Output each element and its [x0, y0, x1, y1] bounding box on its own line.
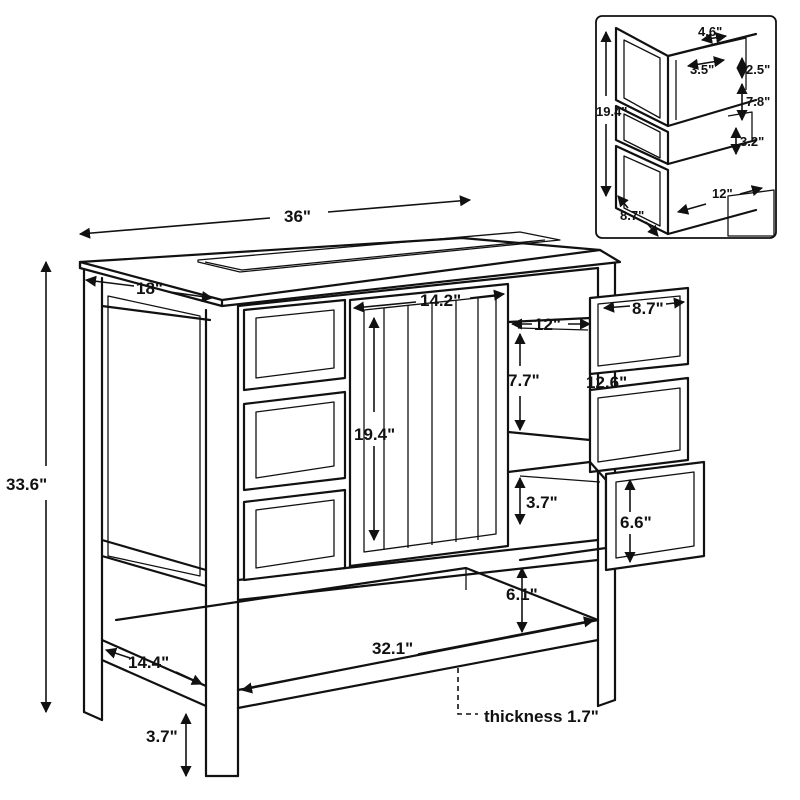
drawer-inner-height-label: 7.7"	[508, 371, 540, 390]
main-dimensions: 36" 18" 33.6" 14.2" 19.4" 12" 7.7" 8.7" …	[6, 195, 686, 778]
inset-stack-height-label: 19.4"	[596, 104, 627, 119]
width-label: 36"	[284, 207, 311, 226]
open-drawer-upper	[506, 316, 592, 442]
right-drawer-middle	[588, 376, 690, 474]
drawer-stack-height-label: 12.6"	[586, 373, 627, 392]
inset-inner-width-label: 4.6"	[698, 24, 722, 39]
depth-label: 18"	[136, 279, 163, 298]
height-label: 33.6"	[6, 475, 47, 494]
right-drawer-top	[588, 286, 690, 376]
inset-front-width-label: 8.7"	[620, 208, 644, 223]
legs	[82, 698, 617, 722]
shelf-gap-label: 6.1"	[506, 585, 538, 604]
left-drawer-bottom	[242, 488, 347, 582]
inset-inner-depth-label: 3.5"	[690, 62, 714, 77]
cabinet-door	[348, 282, 510, 568]
left-drawer-middle	[242, 390, 347, 492]
lower-drawer-gap-label: 3.7"	[526, 493, 558, 512]
shelf-width-label: 32.1"	[372, 639, 413, 658]
drawer-depth-label: 12"	[534, 315, 561, 334]
shelf-thickness-label: thickness 1.7"	[484, 707, 599, 726]
bottom-drawer-front-label: 6.6"	[620, 513, 652, 532]
vanity-drawing	[78, 231, 706, 778]
door-height-label: 19.4"	[354, 425, 395, 444]
drawer-detail-inset: 4.6" 3.5" 2.5" 7.8" 3.2" 19.4" 12" 8.7"	[595, 15, 777, 239]
door-width-label: 14.2"	[420, 291, 461, 310]
inset-low-height-label: 3.2"	[740, 134, 764, 149]
leg-height-label: 3.7"	[146, 727, 178, 746]
inset-drawer-depth-label: 12"	[712, 186, 733, 201]
inset-mid-height-label: 7.8"	[746, 94, 770, 109]
left-side-panel	[82, 268, 212, 722]
inset-top-height-label: 2.5"	[746, 62, 770, 77]
inset-drawer-stack	[614, 26, 775, 237]
countertop	[78, 231, 622, 308]
drawer-front-width-label: 8.7"	[632, 299, 664, 318]
shelf-depth-label: 14.4"	[128, 653, 169, 672]
left-drawer-top	[242, 298, 347, 392]
